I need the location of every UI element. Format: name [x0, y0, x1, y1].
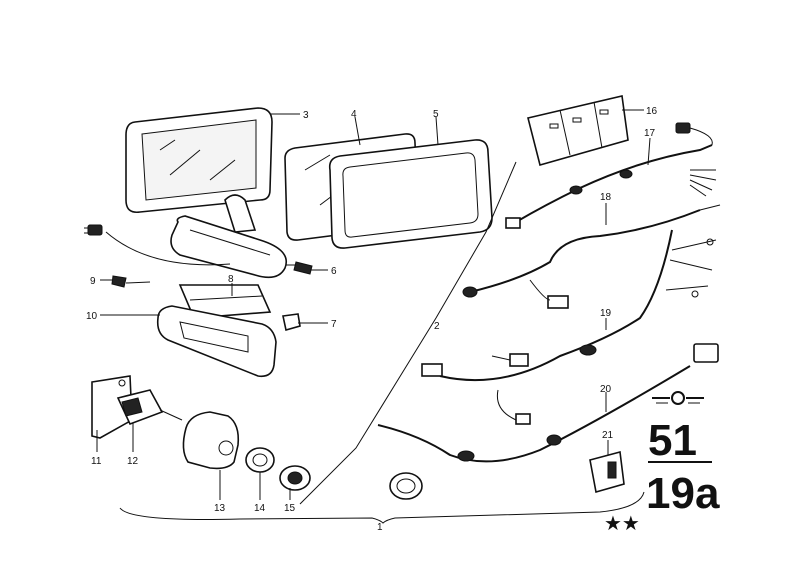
harness-19 — [421, 229, 717, 382]
connector-part-6 — [286, 261, 313, 275]
car-logo-icon — [652, 391, 704, 405]
label-14: 14 — [254, 503, 266, 514]
group-sub-number: 19a — [646, 469, 720, 518]
label-13: 13 — [214, 503, 226, 514]
label-17: 17 — [644, 128, 656, 139]
label-15: 15 — [284, 503, 296, 514]
harness-18 — [462, 204, 721, 309]
label-10: 10 — [86, 311, 98, 322]
leader-lines — [96, 109, 651, 524]
switch-assembly — [91, 375, 311, 491]
harness-17 — [505, 122, 717, 229]
label-12: 12 — [127, 456, 139, 467]
label-16: 16 — [646, 106, 658, 117]
plate-part-16 — [527, 95, 629, 166]
mirror-cable — [84, 224, 231, 266]
star-icon: ★★ — [604, 513, 640, 535]
clip-part-7 — [282, 313, 301, 332]
label-9: 9 — [90, 276, 96, 287]
label-21: 21 — [602, 430, 614, 441]
label-2: 2 — [434, 321, 440, 332]
grommet — [389, 472, 423, 500]
switch-part-21 — [589, 450, 625, 494]
screw-part-9 — [111, 275, 151, 288]
mirror-head — [125, 107, 287, 279]
label-6: 6 — [331, 266, 337, 277]
label-4: 4 — [351, 109, 357, 120]
label-18: 18 — [600, 192, 612, 203]
label-3: 3 — [303, 110, 309, 121]
label-7: 7 — [331, 319, 337, 330]
label-1: 1 — [377, 522, 383, 533]
label-11: 11 — [91, 456, 102, 467]
group-main-number: 51 — [648, 416, 697, 465]
mirror-frame — [328, 139, 493, 249]
label-5: 5 — [433, 109, 439, 120]
label-20: 20 — [600, 384, 612, 395]
label-19: 19 — [600, 308, 612, 319]
bracket-part-10 — [156, 305, 277, 378]
label-8: 8 — [228, 274, 234, 285]
harness-20 — [377, 343, 719, 463]
